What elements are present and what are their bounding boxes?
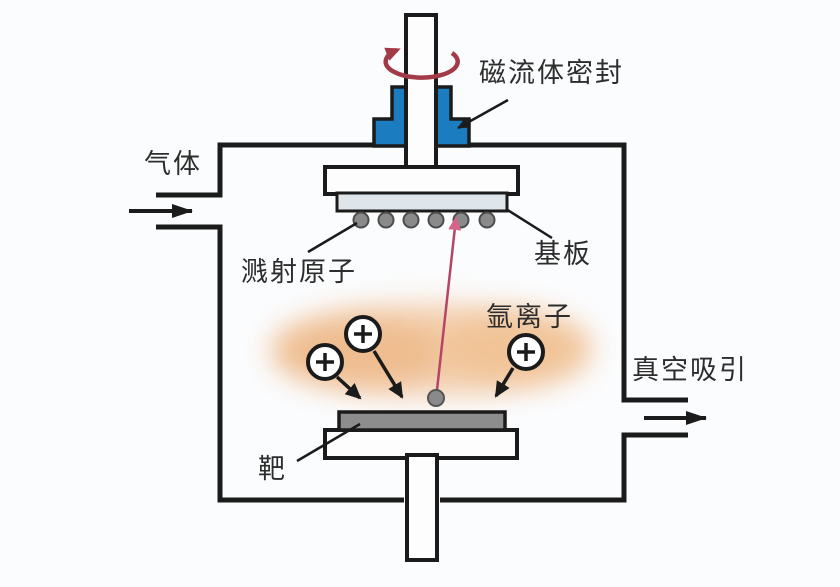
chamber-wall-bottom-left	[156, 224, 404, 503]
vacuum-suction-label: 真空吸引	[632, 355, 748, 385]
atom-dot	[352, 211, 370, 229]
target-leader-line	[296, 422, 361, 463]
target-plate	[337, 410, 507, 432]
ion-bombardment-arrow-icon	[494, 367, 515, 398]
ion-plus-icon	[306, 343, 344, 381]
target-label: 靶	[258, 454, 287, 484]
ion-plus-icon	[507, 333, 545, 371]
ion-bombardment-arrows	[335, 350, 515, 400]
magnetic-fluid-seal-label: 磁流体密封	[479, 58, 624, 88]
sputtered-atoms-leader-line	[307, 221, 358, 254]
ion-bombardment-arrow-icon	[335, 375, 362, 400]
substrate-holder	[323, 165, 520, 196]
atom-dot	[427, 211, 445, 229]
chamber-wall-top-right	[438, 142, 688, 403]
argon-ion-symbols	[306, 315, 545, 381]
argon-ions-label: 氩离子	[486, 302, 573, 332]
chamber-wall-bottom-right	[440, 432, 688, 503]
gas-label: 气体	[144, 149, 202, 179]
sputtered-atoms-label: 溅射原子	[241, 257, 357, 287]
atom-dot	[402, 211, 420, 229]
substrate-plate	[335, 191, 509, 213]
rotation-arrow-icon	[383, 47, 460, 80]
vacuum-chamber-walls	[156, 142, 688, 503]
atom-trajectory-arrow-icon	[435, 216, 462, 391]
sputtered-atom-dots	[352, 211, 496, 229]
ion-bombardment-arrow-icon	[372, 350, 404, 399]
rotating-shaft	[404, 13, 438, 174]
atom-dot	[377, 211, 395, 229]
chamber-wall-top-left	[156, 142, 404, 198]
leader-lines	[296, 98, 553, 463]
substrate-leader-line	[505, 207, 553, 240]
ejected-atom-dot	[427, 389, 445, 407]
ion-plus-icon	[344, 315, 382, 353]
substrate-label: 基板	[534, 239, 592, 269]
atom-dot	[478, 211, 496, 229]
seal-leader-line	[457, 98, 509, 130]
target-support-shaft	[405, 453, 439, 562]
